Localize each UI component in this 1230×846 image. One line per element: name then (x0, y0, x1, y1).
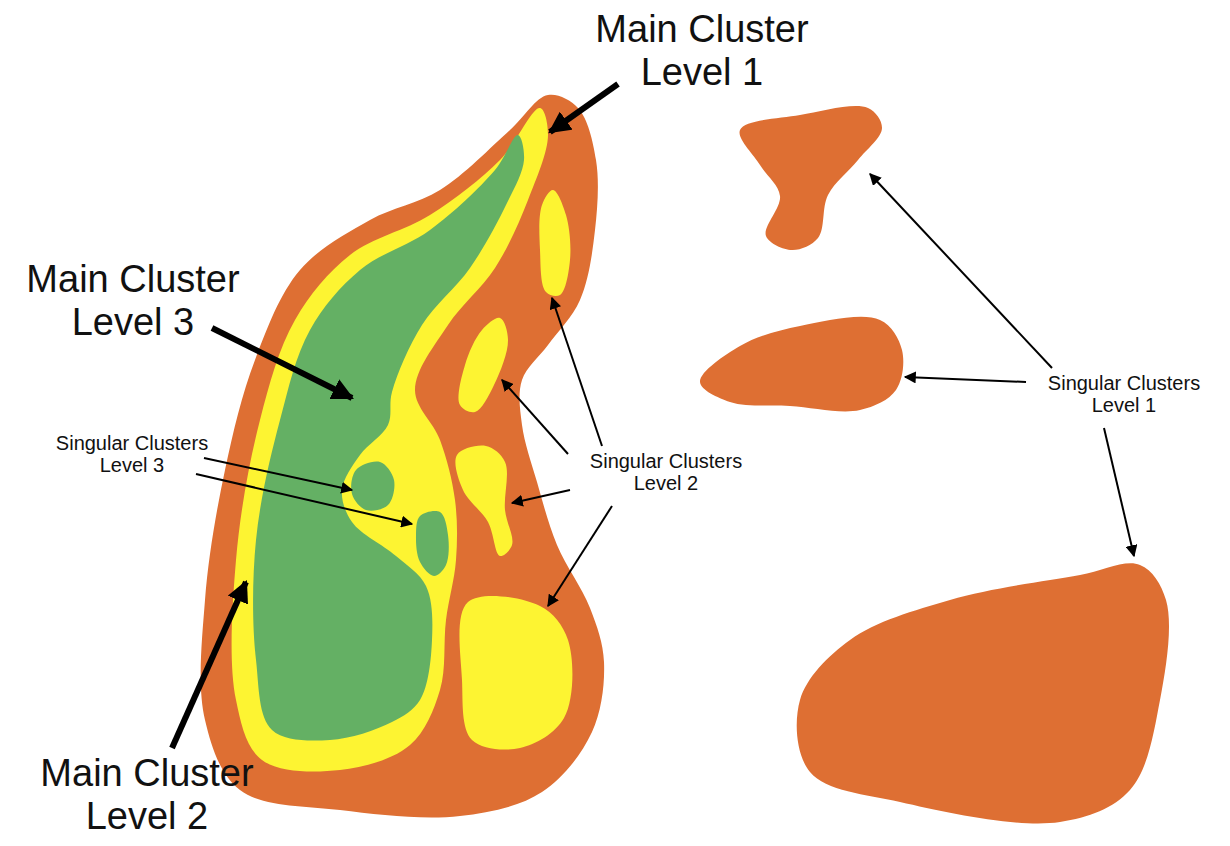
leader-arrow (212, 328, 352, 398)
singular-cluster-level-2 (539, 190, 570, 296)
leader-line (512, 490, 570, 503)
singular-cluster-level-3 (351, 462, 394, 511)
cluster-label: Main Cluster Level 3 (8, 258, 258, 343)
singular-cluster-level-2 (459, 596, 572, 750)
cluster-label: Main Cluster Level 1 (572, 8, 832, 93)
leader-line (196, 474, 412, 524)
leader-line (870, 174, 1052, 368)
singular-cluster-level-2 (459, 318, 508, 412)
leader-line (552, 298, 602, 446)
leader-arrow (172, 582, 246, 748)
singular-cluster-level-3 (416, 511, 449, 576)
main-cluster-level-3 (253, 135, 524, 741)
singular-cluster-level-1 (797, 563, 1169, 823)
leader-line (204, 458, 352, 490)
cluster-callout: Singular Clusters Level 2 (578, 450, 754, 495)
leader-line (548, 506, 612, 606)
singular-cluster-level-2 (455, 446, 512, 556)
leader-line (905, 377, 1026, 382)
singular-cluster-level-1 (700, 317, 903, 412)
cluster-callout: Singular Clusters Level 3 (44, 432, 220, 477)
singular-cluster-level-1 (740, 106, 882, 250)
leader-arrow (550, 84, 618, 132)
cluster-label: Main Cluster Level 2 (22, 752, 272, 837)
leader-line (1104, 428, 1134, 556)
cluster-callout: Singular Clusters Level 1 (1034, 372, 1214, 417)
leader-line (502, 380, 568, 454)
main-cluster-level-1 (201, 95, 605, 818)
